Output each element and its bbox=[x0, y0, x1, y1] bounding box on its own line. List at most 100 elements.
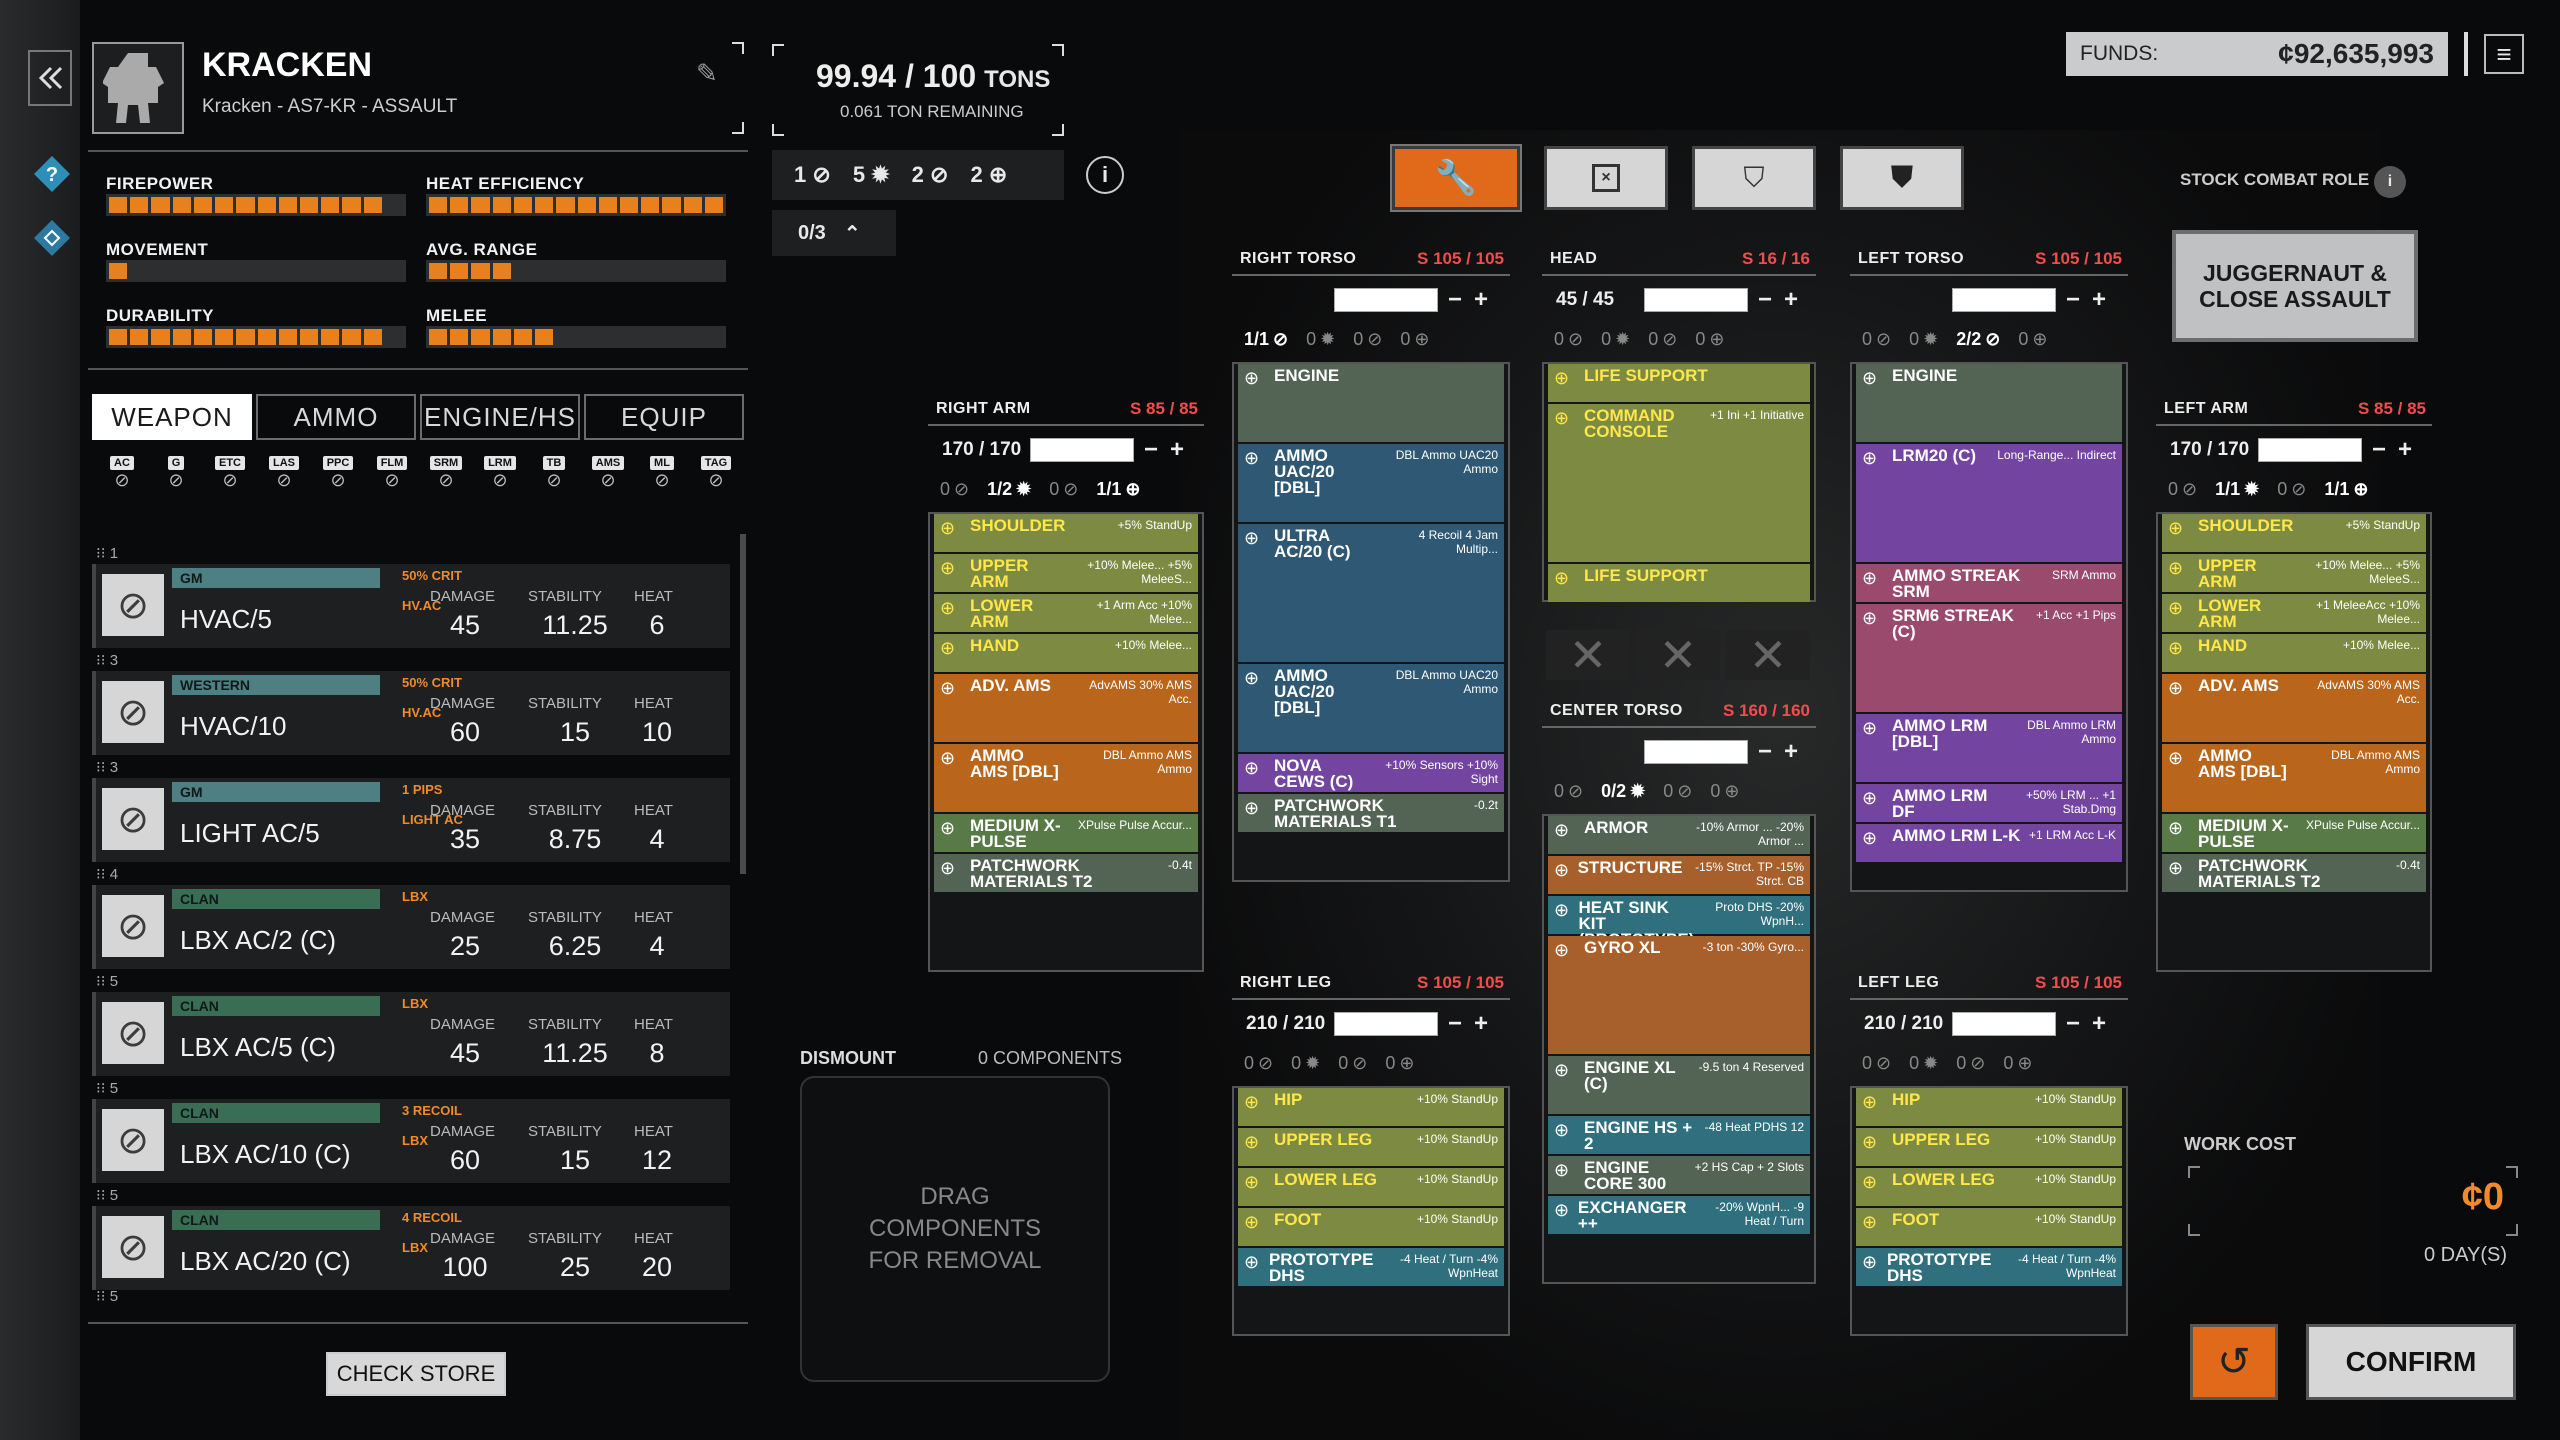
strip-armor-button[interactable]: × bbox=[1544, 146, 1668, 210]
component-slot[interactable]: ⊕PROTOTYPE DHS-4 Heat / Turn -4% WpnHeat bbox=[1856, 1248, 2122, 1286]
armor-plus-button[interactable]: + bbox=[1169, 436, 1184, 463]
armor-input[interactable] bbox=[2258, 438, 2362, 462]
left-torso-slots[interactable]: ⊕ENGINE⊕LRM20 (C)Long-Range... Indirect⊕… bbox=[1850, 362, 2128, 892]
max-armor-button[interactable]: ⛊ bbox=[1840, 146, 1964, 210]
armor-plus-button[interactable]: + bbox=[2091, 286, 2106, 313]
component-slot[interactable]: ⊕ENGINE bbox=[1856, 364, 2122, 442]
component-slot[interactable]: ⊕PATCHWORK MATERIALS T2-0.4t bbox=[2162, 854, 2426, 892]
component-slot[interactable]: ⊕GYRO XL-3 ton -30% Gyro... bbox=[1548, 936, 1810, 1054]
component-slot[interactable]: ⊕LIFE SUPPORT bbox=[1548, 364, 1810, 402]
armor-plus-button[interactable]: + bbox=[1473, 286, 1488, 313]
armor-minus-button[interactable]: − bbox=[1447, 286, 1462, 313]
collapse-chevrons-icon[interactable] bbox=[28, 50, 72, 106]
component-slot[interactable]: ⊕AMMO LRM DF+50% LRM ... +1 Stab.Dmg bbox=[1856, 784, 2122, 822]
component-slot[interactable]: ⊕AMMO LRM [DBL]DBL Ammo LRM Ammo bbox=[1856, 714, 2122, 782]
right-arm-slots[interactable]: ⊕SHOULDER+5% StandUp⊕UPPER ARM+10% Melee… bbox=[928, 512, 1204, 972]
dismount-dropzone[interactable]: DRAG COMPONENTS FOR REMOVAL bbox=[800, 1076, 1110, 1382]
armor-minus-button[interactable]: − bbox=[1447, 1010, 1462, 1037]
armor-minus-button[interactable]: − bbox=[2065, 1010, 2080, 1037]
filter-las[interactable]: LAS⊘ bbox=[264, 456, 304, 496]
component-slot[interactable]: ⊕HIP+10% StandUp bbox=[1856, 1088, 2122, 1126]
armor-plus-button[interactable]: + bbox=[1783, 738, 1798, 765]
armor-minus-button[interactable]: − bbox=[1757, 738, 1772, 765]
help-icon[interactable]: ? bbox=[28, 150, 76, 198]
component-slot[interactable]: ⊕ARMOR-10% Armor ... -20% Armor ... bbox=[1548, 816, 1810, 854]
component-slot[interactable]: ⊕SHOULDER+5% StandUp bbox=[934, 514, 1198, 552]
armor-input[interactable] bbox=[1644, 288, 1748, 312]
tab-equip[interactable]: EQUIP bbox=[584, 394, 744, 440]
center-torso-slots[interactable]: ⊕ARMOR-10% Armor ... -20% Armor ...⊕STRU… bbox=[1542, 814, 1816, 1284]
filter-tb[interactable]: TB⊘ bbox=[534, 456, 574, 496]
component-slot[interactable]: ⊕LOWER ARM+1 MeleeAcc +10% Melee... bbox=[2162, 594, 2426, 632]
check-store-button[interactable]: CHECK STORE bbox=[326, 1352, 506, 1396]
component-slot[interactable]: ⊕PATCHWORK MATERIALS T2-0.4t bbox=[934, 854, 1198, 892]
confirm-button[interactable]: CONFIRM bbox=[2306, 1324, 2516, 1400]
role-info-icon[interactable]: i bbox=[2374, 166, 2406, 198]
component-slot[interactable]: ⊕SRM6 STREAK (C)+1 Acc +1 Pips bbox=[1856, 604, 2122, 712]
component-slot[interactable]: ⊕LOWER LEG+10% StandUp bbox=[1238, 1168, 1504, 1206]
component-slot[interactable]: ⊕HEAT SINK KIT (PROTOTYPE)Proto DHS -20%… bbox=[1548, 896, 1810, 948]
armor-plus-button[interactable]: + bbox=[2397, 436, 2412, 463]
filter-g[interactable]: G⊘ bbox=[156, 456, 196, 496]
filter-etc[interactable]: ETC⊘ bbox=[210, 456, 250, 496]
component-slot[interactable]: ⊕ENGINE XL (C)-9.5 ton 4 Reserved bbox=[1548, 1056, 1810, 1114]
right-leg-slots[interactable]: ⊕HIP+10% StandUp⊕UPPER LEG+10% StandUp⊕L… bbox=[1232, 1086, 1510, 1336]
filter-ppc[interactable]: PPC⊘ bbox=[318, 456, 358, 496]
component-slot[interactable]: ⊕AMMO AMS [DBL]DBL Ammo AMS Ammo bbox=[2162, 744, 2426, 812]
component-slot[interactable]: ⊕AMMO LRM L-K+1 LRM Acc L-K bbox=[1856, 824, 2122, 862]
component-slot[interactable]: ⊕SHOULDER+5% StandUp bbox=[2162, 514, 2426, 552]
component-slot[interactable]: ⊕UPPER LEG+10% StandUp bbox=[1238, 1128, 1504, 1166]
tag-diamond-icon[interactable] bbox=[28, 214, 76, 262]
component-slot[interactable]: ⊕HAND+10% Melee... bbox=[2162, 634, 2426, 672]
tab-engine-hs[interactable]: ENGINE/HS bbox=[420, 394, 580, 440]
component-slot[interactable]: ⊕ENGINE CORE 300+2 HS Cap + 2 Slots bbox=[1548, 1156, 1810, 1194]
armor-input[interactable] bbox=[1952, 288, 2056, 312]
armor-input[interactable] bbox=[1644, 740, 1748, 764]
filter-tag[interactable]: TAG⊘ bbox=[696, 456, 736, 496]
strip-equipment-button[interactable]: ⛉ bbox=[1692, 146, 1816, 210]
filter-ml[interactable]: ML⊘ bbox=[642, 456, 682, 496]
component-slot[interactable]: ⊕NOVA CEWS (C)+10% Sensors +10% Sight bbox=[1238, 754, 1504, 792]
armor-minus-button[interactable]: − bbox=[1757, 286, 1772, 313]
armor-input[interactable] bbox=[1952, 1012, 2056, 1036]
filter-lrm[interactable]: LRM⊘ bbox=[480, 456, 520, 496]
weapon-list-scrollbar[interactable] bbox=[740, 534, 746, 874]
tab-ammo[interactable]: AMMO bbox=[256, 394, 416, 440]
component-slot[interactable]: ⊕AMMO UAC/20 [DBL]DBL Ammo UAC20 Ammo bbox=[1238, 664, 1504, 752]
component-slot[interactable]: ⊕LIFE SUPPORT bbox=[1548, 564, 1810, 602]
component-slot[interactable]: ⊕ENGINE HS + 2-48 Heat PDHS 12 bbox=[1548, 1116, 1810, 1154]
component-slot[interactable]: ⊕ENGINE bbox=[1238, 364, 1504, 442]
component-slot[interactable]: ⊕PROTOTYPE DHS-4 Heat / Turn -4% WpnHeat bbox=[1238, 1248, 1504, 1286]
component-slot[interactable]: ⊕UPPER ARM+10% Melee... +5% MeleeS... bbox=[934, 554, 1198, 592]
component-slot[interactable]: ⊕PATCHWORK MATERIALS T1-0.2t bbox=[1238, 794, 1504, 832]
component-slot[interactable]: ⊕STRUCTURE-15% Strct. TP -15% Strct. CB bbox=[1548, 856, 1810, 894]
menu-icon[interactable]: ≡ bbox=[2484, 34, 2524, 74]
component-slot[interactable]: ⊕AMMO AMS [DBL]DBL Ammo AMS Ammo bbox=[934, 744, 1198, 812]
component-slot[interactable]: ⊕EXCHANGER ++-20% WpnH... -9 Heat / Turn bbox=[1548, 1196, 1810, 1234]
component-slot[interactable]: ⊕LRM20 (C)Long-Range... Indirect bbox=[1856, 444, 2122, 562]
component-slot[interactable]: ⊕COMMAND CONSOLE+1 Ini +1 Initiative bbox=[1548, 404, 1810, 562]
component-slot[interactable]: ⊕LOWER ARM+1 Arm Acc +10% Melee... bbox=[934, 594, 1198, 632]
edit-name-icon[interactable]: ✎ bbox=[696, 58, 718, 88]
component-slot[interactable]: ⊕ULTRA AC/20 (C)4 Recoil 4 Jam Multip... bbox=[1238, 524, 1504, 662]
armor-plus-button[interactable]: + bbox=[2091, 1010, 2106, 1037]
armor-minus-button[interactable]: − bbox=[2065, 286, 2080, 313]
component-slot[interactable]: ⊕UPPER LEG+10% StandUp bbox=[1856, 1128, 2122, 1166]
filter-flm[interactable]: FLM⊘ bbox=[372, 456, 412, 496]
filter-ac[interactable]: AC⊘ bbox=[102, 456, 142, 496]
tab-weapon[interactable]: WEAPON bbox=[92, 394, 252, 440]
armor-plus-button[interactable]: + bbox=[1473, 1010, 1488, 1037]
right-torso-slots[interactable]: ⊕ENGINE⊕AMMO UAC/20 [DBL]DBL Ammo UAC20 … bbox=[1232, 362, 1510, 882]
component-slot[interactable]: ⊕AMMO UAC/20 [DBL]DBL Ammo UAC20 Ammo bbox=[1238, 444, 1504, 522]
